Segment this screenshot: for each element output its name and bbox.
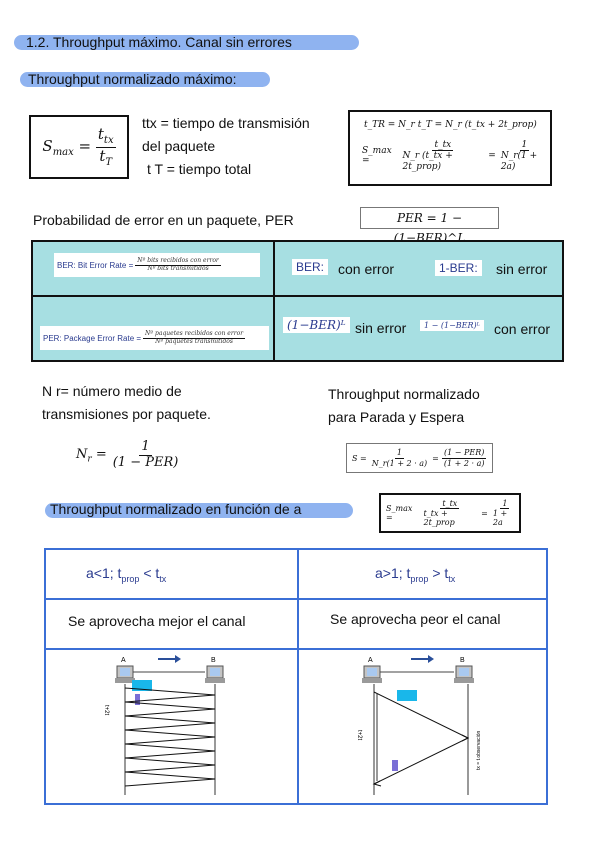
right-axis-label: t+2t <box>356 730 362 741</box>
ack-line <box>124 750 216 759</box>
frame-line <box>124 729 216 738</box>
direction-arrow-icon <box>158 655 181 663</box>
frame-line <box>124 771 216 780</box>
defs-line2: del paquete <box>142 138 216 154</box>
per-expression-chip: 1 − (1−BER)ᴸ <box>420 320 484 331</box>
left-axis-label: t+2t <box>103 705 109 716</box>
frame-line <box>124 687 216 696</box>
ber-with-error: con error <box>338 261 395 277</box>
subsection2-title-bar <box>45 503 353 518</box>
per-definition: PER: Package Error Rate = Nº paquetes re… <box>40 326 269 350</box>
defs-line3: t T = tiempo total <box>147 161 252 177</box>
frame-line <box>124 701 216 710</box>
ber-chip: BER: <box>292 259 329 275</box>
node-b-computer-icon <box>454 665 474 683</box>
right-node-b-label: B <box>460 657 465 664</box>
stop-wait-line1: Throughput normalizado <box>328 386 480 402</box>
section-title: 1.2. Throughput máximo. Canal sin errore… <box>26 34 292 50</box>
subsection-title: Throughput normalizado máximo: <box>28 71 237 87</box>
stop-wait-line2: para Parada y Espera <box>328 409 465 425</box>
ack-line <box>124 764 216 773</box>
per-heading: Probabilidad de error en un paquete, PER <box>33 212 294 228</box>
ber-definition: BER: Bit Error Rate = Nº bits recibidos … <box>54 253 260 277</box>
one-minus-ber-L-chip: (1−BER)ᴸ <box>283 317 350 333</box>
ack-line <box>124 708 216 717</box>
section-title-bar <box>14 35 359 50</box>
left-header: a<1; tprop < ttx <box>86 565 167 584</box>
node-a-computer-icon <box>362 665 382 683</box>
ttr-equation: t_TR = N_r t_T = N_r (t_tx + 2t_prop) <box>364 120 537 130</box>
right-timing-diagram: A B t+2t tx = t.observación <box>356 655 482 795</box>
one-minus-ber-chip: 1-BER: <box>435 260 482 276</box>
direction-arrow-icon <box>411 655 434 663</box>
ber-without-error: sin error <box>496 261 548 277</box>
right-text: Se aprovecha peor el canal <box>330 611 501 627</box>
ack-line <box>124 722 216 731</box>
ack-line <box>124 694 216 703</box>
ttr-formula-box: t_TR = N_r t_T = N_r (t_tx + 2t_prop) S_… <box>348 110 552 186</box>
frame-line <box>124 715 216 724</box>
right-header: a>1; tprop > ttx <box>375 565 456 584</box>
comparison-table <box>44 548 548 805</box>
right-node-a-label: A <box>368 657 373 664</box>
node-b-computer-icon <box>205 665 225 683</box>
left-timing-diagram: A B t+2t <box>103 655 225 795</box>
frame-line <box>124 743 216 752</box>
subsection2-title: Throughput normalizado en función de a <box>50 501 302 517</box>
left-node-a-label: A <box>121 657 126 664</box>
nr-formula: Nr = 1(1 − PER) <box>76 439 179 470</box>
subsection-title-bar <box>20 72 270 87</box>
ack-line <box>124 736 216 745</box>
ack-line <box>124 778 216 787</box>
per-with-error: con error <box>494 321 551 337</box>
left-text: Se aprovecha mejor el canal <box>68 613 246 629</box>
per-formula: PER = 1 − (1−BER)^L <box>360 207 499 245</box>
left-node-b-label: B <box>211 657 216 664</box>
defs-line1: ttx = tiempo de transmisión <box>142 115 310 131</box>
nr-def-line2: transmisiones por paquete. <box>42 406 211 422</box>
right-vertical-label: tx = t.observación <box>476 730 482 770</box>
frame-line <box>124 757 216 766</box>
nr-def-line1: N r= número medio de <box>42 383 182 399</box>
per-without-error: sin error <box>355 320 407 336</box>
ttr-smax-label: S_max = <box>362 146 392 167</box>
